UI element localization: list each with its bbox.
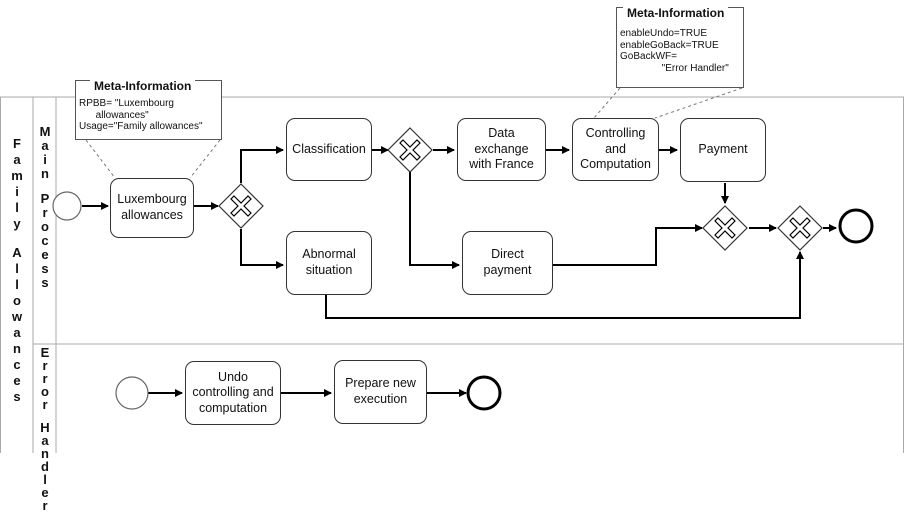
xor-gateway-2 [388,128,432,172]
task-classification[interactable]: Classification [286,118,372,181]
vertical-label-letter: c [13,358,20,371]
meta-information-annotation-1: Meta-Information RPBB= "Luxembourg allow… [75,80,222,140]
vertical-label-letter: r [42,499,47,512]
vertical-label-letter: A [12,246,21,259]
vertical-label-letter: o [41,220,49,233]
end-event-error [468,377,500,409]
task-data-exchange-with-france[interactable]: Data exchange with France [457,118,546,181]
meta-information-annotation-2: Meta-Information enableUndo=TRUE enableG… [616,7,744,88]
vertical-label-letter: n [41,447,49,460]
vertical-label-letter: d [41,460,49,473]
vertical-label-letter: P [41,192,50,205]
vertical-label-letter: l [15,262,19,275]
vertical-label-letter: M [40,125,51,138]
task-payment[interactable]: Payment [680,118,766,182]
vertical-label-letter: e [41,486,48,499]
start-event-main [53,192,81,220]
vertical-label-letter [15,233,19,243]
vertical-label-letter: y [13,217,20,230]
annotation-title: Meta-Information [90,80,195,94]
vertical-label-letter [43,181,47,191]
annotation-body: enableUndo=TRUE enableGoBack=TRUE GoBack… [620,28,740,74]
sequence-flows [82,150,836,393]
task-direct-payment[interactable]: Direct payment [462,231,553,295]
vertical-label-letter: a [41,139,48,152]
vertical-label-letter: o [13,294,21,307]
vertical-label-letter: i [43,153,47,166]
task-prepare-new-execution[interactable]: Prepare new execution [334,360,427,424]
task-undo-controlling-and-computation[interactable]: Undo controlling and computation [185,361,281,425]
vertical-label-letter: l [43,473,47,486]
vertical-label-letter: m [11,169,23,182]
vertical-label-letter: i [15,185,19,198]
vertical-label-letter: l [15,201,19,214]
vertical-label-letter: s [41,276,48,289]
vertical-label-letter: a [13,153,20,166]
vertical-label-letter: a [13,326,20,339]
xor-gateway-4 [778,206,822,250]
vertical-label-letter: n [13,342,21,355]
annotation-title: Meta-Information [623,7,728,21]
end-event-main [840,210,872,242]
vertical-label-letter: l [15,278,19,291]
vertical-label-letter: r [42,206,47,219]
start-event-error [116,377,148,409]
vertical-label-letter: n [41,167,49,180]
vertical-label-letter: s [41,262,48,275]
vertical-label-letter: e [13,374,20,387]
vertical-label-letter: e [41,248,48,261]
task-luxembourg-allowances[interactable]: Luxembourg allowances [110,178,194,238]
vertical-label-letter: s [13,390,20,403]
annotation-body: RPBB= "Luxembourg allowances" Usage="Fam… [79,98,218,133]
vertical-label-letter: w [12,310,22,323]
vertical-label-letter: F [13,137,21,150]
task-abnormal-situation[interactable]: Abnormal situation [286,231,372,295]
task-controlling-and-computation[interactable]: Controlling and Computation [572,118,659,181]
xor-gateway-3 [703,206,747,250]
xor-gateway-1 [219,184,263,228]
vertical-label-letter: c [41,234,48,247]
